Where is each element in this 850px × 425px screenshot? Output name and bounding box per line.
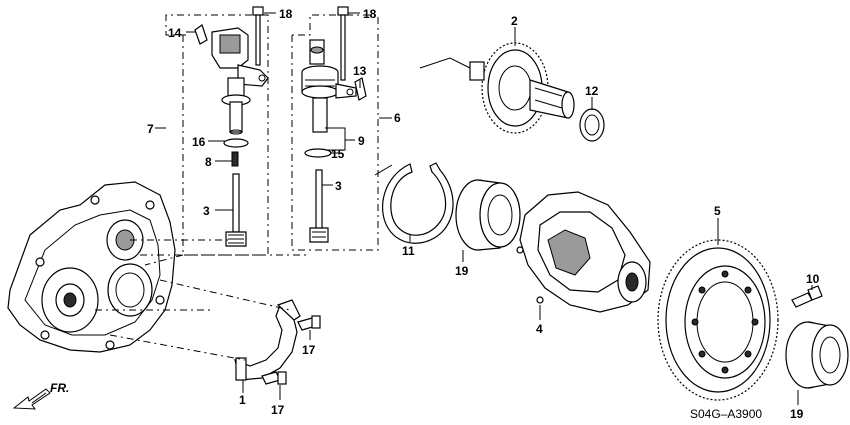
bolt-17-upper: [297, 315, 321, 331]
callout-18-left: 18: [279, 7, 293, 21]
group-frame-speed-sensor-right: [291, 14, 379, 251]
bolt-top-right: [337, 6, 349, 81]
diagram-code: S04G–A3900: [690, 407, 762, 421]
o-ring-left: [223, 138, 249, 148]
clip-left: [194, 24, 208, 45]
callout-2: 2: [511, 14, 518, 28]
callout-18-right: 18: [363, 7, 377, 21]
callout-7: 7: [147, 122, 154, 136]
callout-3-left: 3: [203, 204, 210, 218]
callout-10: 10: [806, 272, 820, 286]
group-frame-speed-sensor-left: [165, 14, 269, 256]
callout-5: 5: [714, 204, 721, 218]
callout-labels: 1 2 3 3 3 4 5 6 7 8 9 10 11 12 13 14 15 …: [147, 7, 820, 421]
bolt-17-lower: [261, 371, 287, 385]
callout-6: 6: [394, 111, 401, 125]
callout-19-right: 19: [790, 407, 804, 421]
callout-17-upper: 17: [302, 343, 316, 357]
callout-9: 9: [358, 134, 365, 148]
clip-right: [354, 77, 367, 101]
callout-19-left: 19: [455, 264, 469, 278]
callout-12: 12: [585, 84, 599, 98]
final-drive-gear: [469, 42, 575, 134]
snap-ring: [381, 162, 454, 244]
differential-assembly: [516, 191, 651, 313]
callout-3-right: 3: [335, 179, 342, 193]
transmission-case: [7, 181, 176, 353]
ball-bearing-right: [785, 321, 849, 389]
front-direction-marker: FR.: [12, 381, 69, 410]
bolt-10: [791, 285, 823, 308]
callout-13: 13: [353, 64, 367, 78]
callout-8: 8: [205, 155, 212, 169]
alignment-lines: [95, 239, 310, 361]
pin-8: [231, 151, 239, 167]
callout-4: 4: [536, 322, 543, 336]
leader-lines: [155, 12, 813, 405]
callout-1: 1: [239, 393, 246, 407]
speed-sensor-assembly: [211, 27, 269, 135]
callout-16: 16: [192, 135, 206, 149]
callout-11: 11: [402, 244, 415, 258]
callout-14: 14: [168, 26, 182, 40]
ring-gear: [657, 239, 779, 401]
shaft-right: [309, 169, 329, 243]
driven-gear-assembly: [301, 39, 357, 133]
ball-bearing-left: [455, 179, 521, 251]
shaft-left: [225, 173, 247, 247]
callout-17-lower: 17: [271, 403, 285, 417]
bolt-top-left: [252, 6, 264, 66]
callout-15: 15: [331, 147, 345, 161]
washer-12: [579, 108, 605, 142]
baffle-plate: [234, 299, 301, 381]
front-label: FR.: [50, 381, 69, 395]
